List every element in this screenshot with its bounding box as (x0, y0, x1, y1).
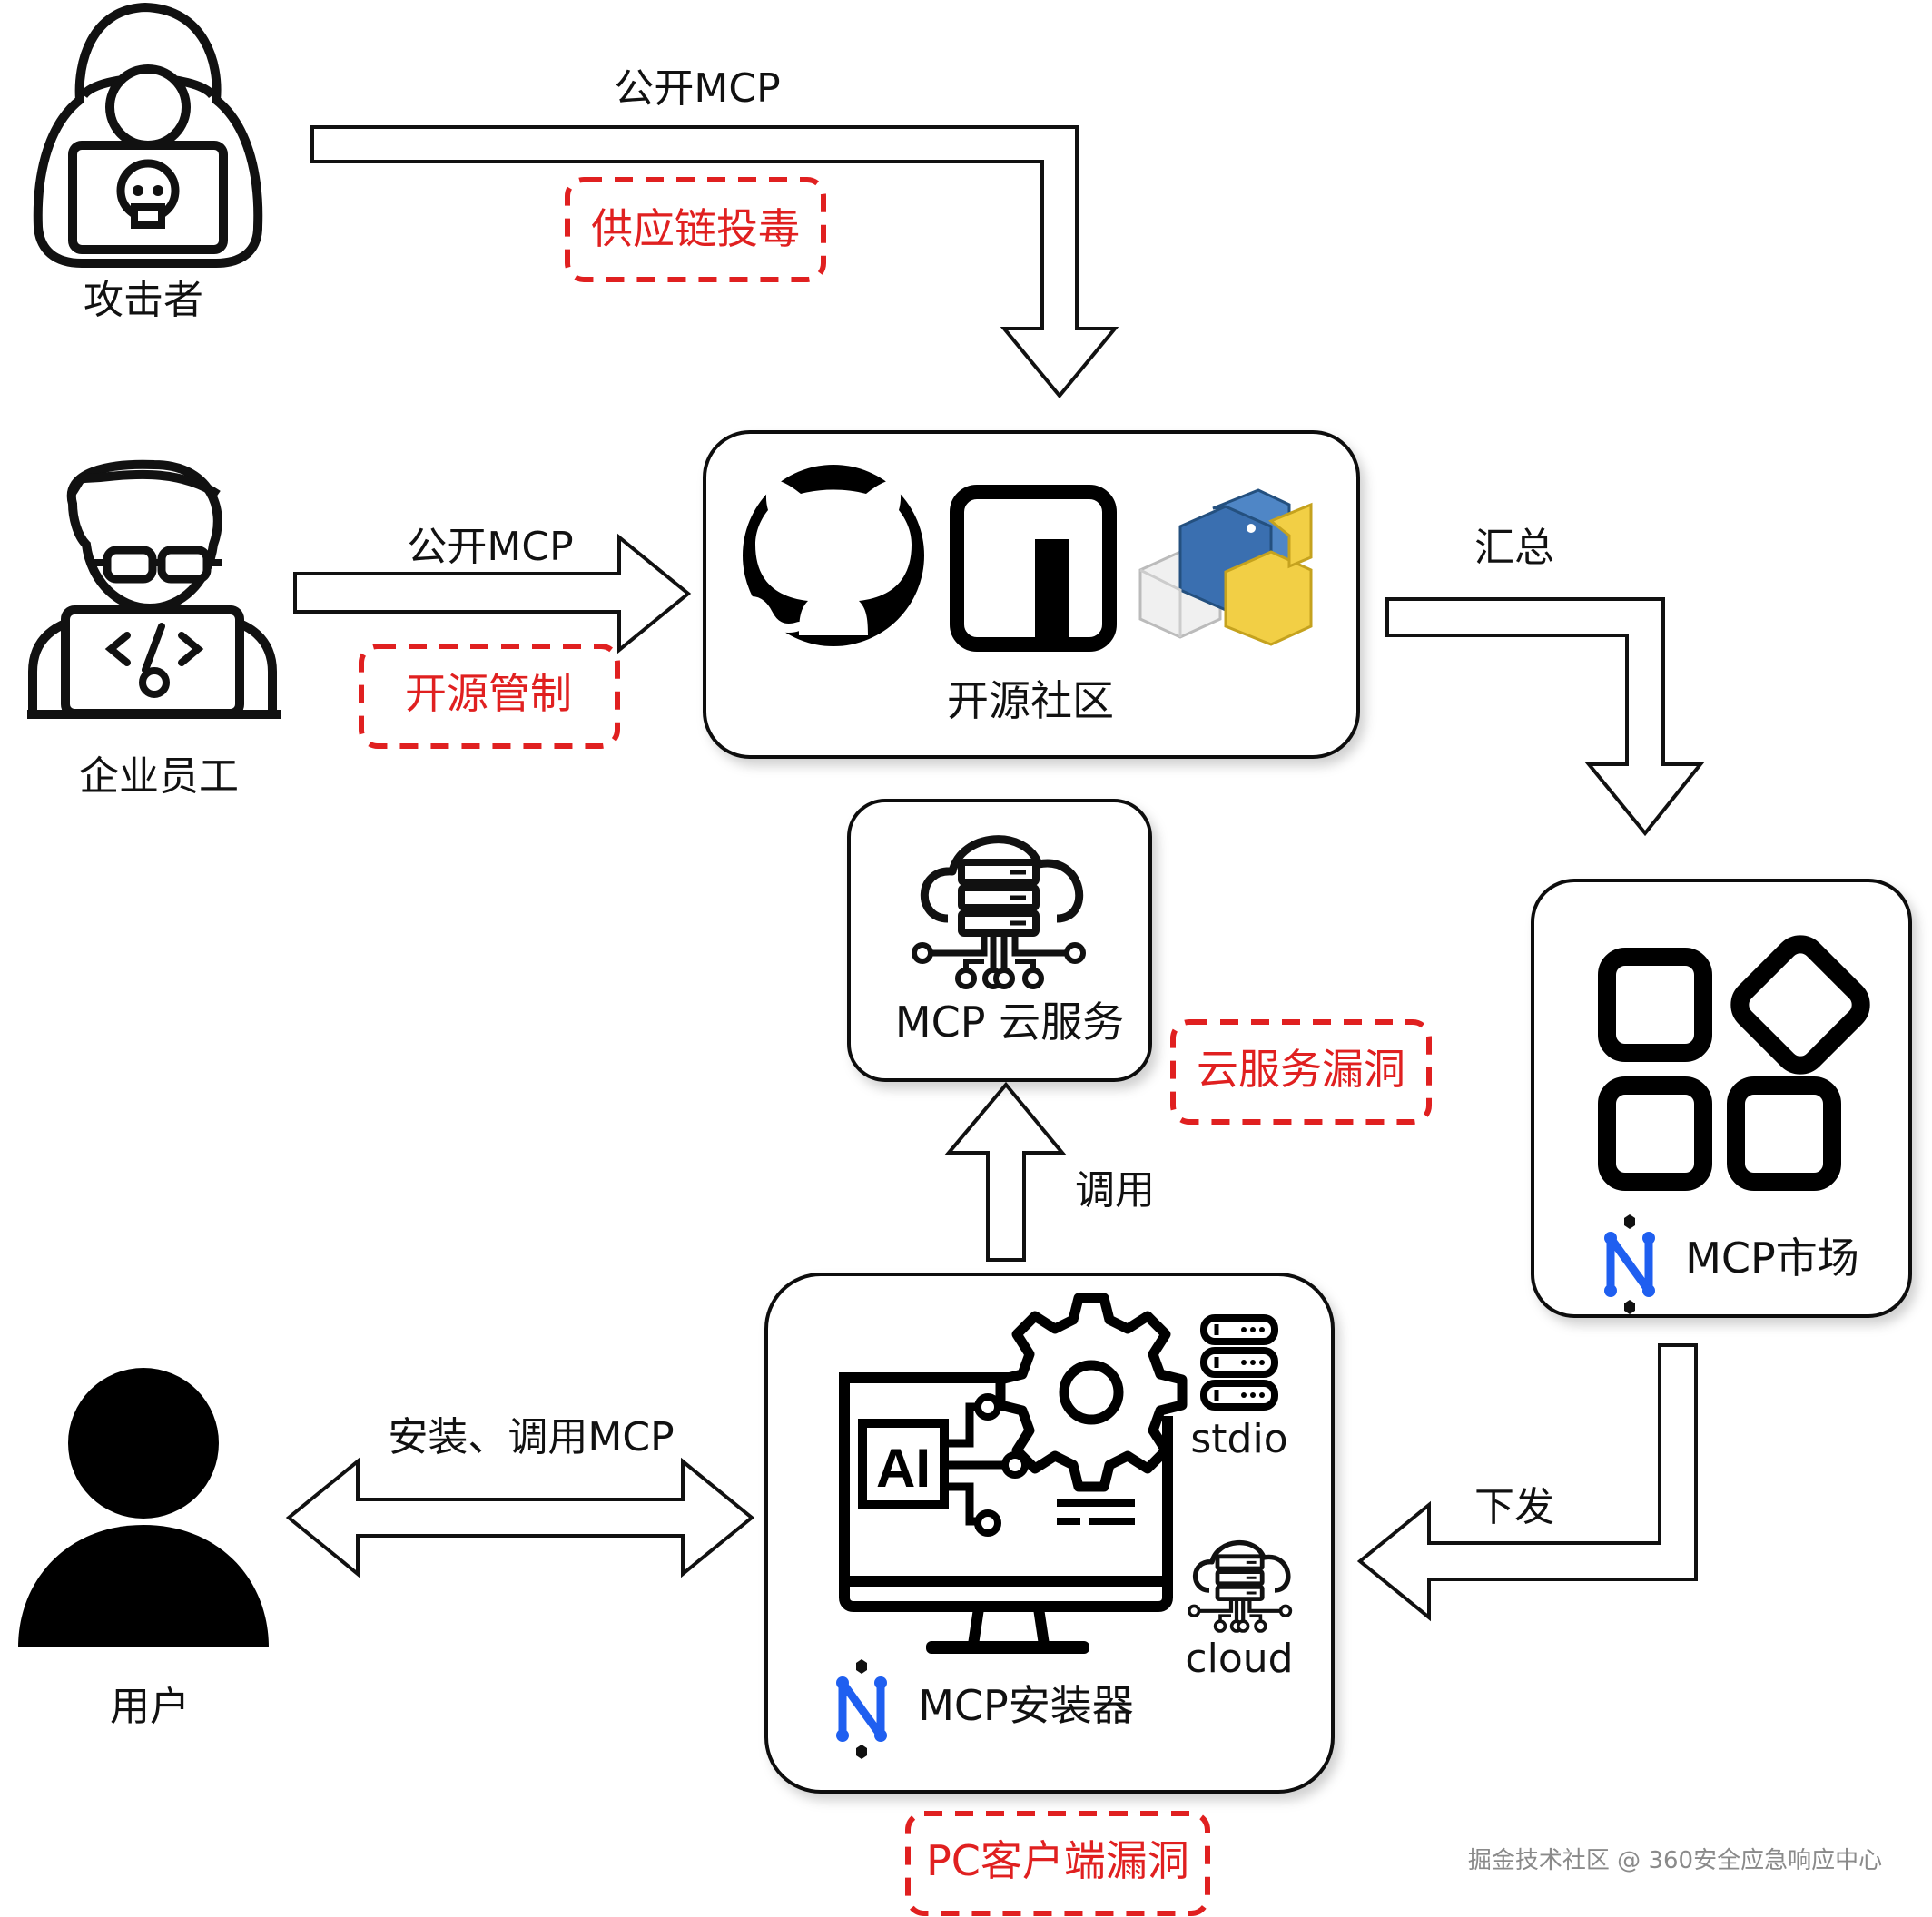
open-source-control-risk-box (359, 644, 620, 749)
aggregate-label: 汇总 (1474, 525, 1554, 571)
apps-grid-icon (1598, 935, 1870, 1191)
cloud-vuln-risk-label: 云服务漏洞 (1197, 1045, 1405, 1094)
cloud-vuln-risk-box (1170, 1019, 1432, 1125)
pc-client-vuln-risk-box (905, 1811, 1210, 1916)
supply-chain-risk-label: 供应链投毒 (591, 204, 800, 253)
open-source-control-risk-label: 开源管制 (405, 669, 572, 718)
market-node (1531, 879, 1912, 1318)
user-icon (18, 1368, 269, 1647)
pypi-icon (1138, 488, 1313, 646)
distribute-label: 下发 (1474, 1484, 1554, 1530)
github-icon (743, 465, 924, 646)
attacker-label: 攻击者 (84, 277, 203, 323)
employee-label: 企业员工 (79, 753, 239, 800)
user-label: 用户 (110, 1684, 190, 1730)
attacker-icon (33, 3, 263, 268)
npm-icon (950, 485, 1117, 652)
employee-icon (27, 459, 281, 719)
installer-node (764, 1273, 1335, 1794)
installer-node-label: MCP安装器 (918, 1681, 1134, 1730)
employee-publish-arrow (293, 533, 692, 654)
invoke-arrow (944, 1081, 1067, 1262)
invoke-label: 调用 (1075, 1167, 1155, 1214)
market-node-label: MCP市场 (1685, 1234, 1859, 1283)
supply-chain-risk-box (565, 177, 826, 282)
attacker-publish-arrow (310, 125, 1119, 399)
distribute-arrow (1356, 1343, 1698, 1622)
gear-icon (995, 1293, 1188, 1492)
stdio-label: stdio (1190, 1416, 1287, 1462)
watermark: 掘金技术社区 @ 360安全应急响应中心 (1468, 1847, 1882, 1874)
cloud-service-node-label: MCP 云服务 (895, 998, 1124, 1047)
ai-badge-label: AI (876, 1438, 931, 1499)
cloud-service-node (847, 799, 1152, 1082)
employee-publish-label: 公开MCP (407, 524, 573, 570)
pc-client-vuln-risk-label: PC客户端漏洞 (926, 1836, 1189, 1885)
attacker-publish-label: 公开MCP (614, 65, 780, 112)
open-source-node-label: 开源社区 (947, 676, 1114, 725)
install-invoke-label: 安装、调用MCP (388, 1414, 674, 1460)
ai-computer-icon: AI (839, 1372, 1173, 1654)
aggregate-arrow (1385, 597, 1705, 837)
stdio-server-icon (1200, 1314, 1278, 1411)
install-invoke-arrow (285, 1457, 755, 1578)
cloud-label: cloud (1185, 1636, 1293, 1682)
